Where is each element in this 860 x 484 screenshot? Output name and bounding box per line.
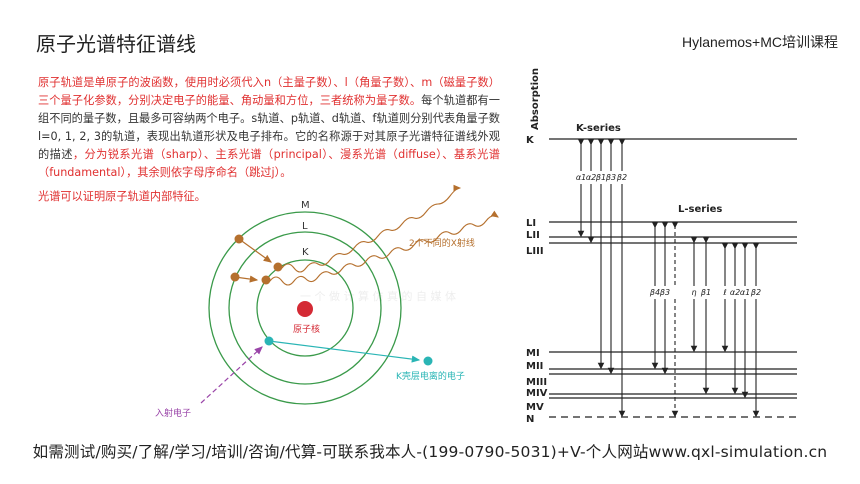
k-electron (264, 336, 274, 346)
k-line-label: β2 (616, 173, 627, 182)
l-series-label: L-series (678, 204, 722, 215)
level-label-MII: MII (526, 361, 543, 372)
l-line-label: α2 (730, 288, 740, 297)
text-block: 原子轨道是单原子的波函数，使用时必须代入n（主量子数）、l（角量子数）、m（磁量… (38, 74, 500, 204)
level-label-LI: LI (526, 218, 536, 229)
level-label-N: N (526, 414, 534, 425)
l-line-label: β4 (649, 288, 660, 297)
l-line-label: η (691, 288, 696, 297)
nucleus (297, 301, 313, 317)
xray-wave (281, 184, 462, 273)
nucleus-label: 原子核 (293, 323, 320, 335)
shell-l (228, 231, 382, 385)
k-line-label: β3 (605, 173, 616, 182)
shell-label-k: K (302, 247, 309, 258)
para-red-1: 原子轨道是单原子的波函数，使用时必须代入n（主量子数）、l（角量子数）、m（磁量… (38, 76, 500, 107)
l-line-label: β1 (700, 288, 711, 297)
level-label-MIII: MIII (526, 377, 547, 388)
axis-label: Absorption (530, 68, 541, 130)
level-label-MV: MV (526, 402, 544, 413)
para-black: 每个轨道都有一组不同的量子数，且最多可容纳两个电子。s轨道、p轨道、d轨道、f轨… (38, 94, 500, 161)
incident-label: 入射电子 (155, 407, 191, 419)
xray-label: 2个不同的X射线 (409, 237, 475, 249)
ejected-label: K壳层电离的电子 (396, 370, 465, 382)
l-line-label: β3 (659, 288, 670, 297)
page-title: 原子光谱特征谱线 (36, 32, 196, 56)
l-line-label: α1 (740, 288, 750, 297)
ejected-electron (423, 356, 433, 366)
level-label-LIII: LIII (526, 246, 544, 257)
electron (230, 272, 240, 282)
shell-k (256, 259, 354, 357)
k-line-label: β1 (595, 173, 606, 182)
level-label-MI: MI (526, 348, 540, 359)
level-label-MIV: MIV (526, 388, 548, 399)
level-label-LII: LII (526, 230, 540, 241)
atom-diagram: 一 个 做 计 算 仿 真 的 自 媒 体 M L K 原子核 2个不同的X射线… (155, 184, 499, 419)
k-series-label: K-series (576, 123, 621, 134)
electron (234, 234, 244, 244)
description-paragraph: 原子轨道是单原子的波函数，使用时必须代入n（主量子数）、l（角量子数）、m（磁量… (38, 74, 500, 182)
l-line-label: ℓ (722, 288, 726, 297)
electron (261, 275, 271, 285)
watermark: 一 个 做 计 算 仿 真 的 自 媒 体 (300, 289, 456, 303)
k-line-label: α1 (576, 173, 586, 182)
level-label-K: K (526, 135, 535, 146)
para-red-2: ，分为锐系光谱（sharp）、主系光谱（principal）、漫系光谱（diff… (38, 148, 500, 179)
k-line-label: α2 (586, 173, 596, 182)
shell-m (208, 211, 402, 405)
shell-label-l: L (302, 221, 308, 232)
l-line-label: β2 (750, 288, 761, 297)
brand-label: Hylanemos+MC培训课程 (682, 34, 838, 50)
footer-contact: 如需测试/购买/了解/学习/培训/咨询/代算-可联系我本人-(199-0790-… (32, 443, 828, 461)
shell-label-m: M (301, 200, 310, 211)
electron (273, 262, 283, 272)
xray-wave (269, 210, 499, 286)
note-text: 光谱可以证明原子轨道内部特征。 (38, 190, 206, 203)
